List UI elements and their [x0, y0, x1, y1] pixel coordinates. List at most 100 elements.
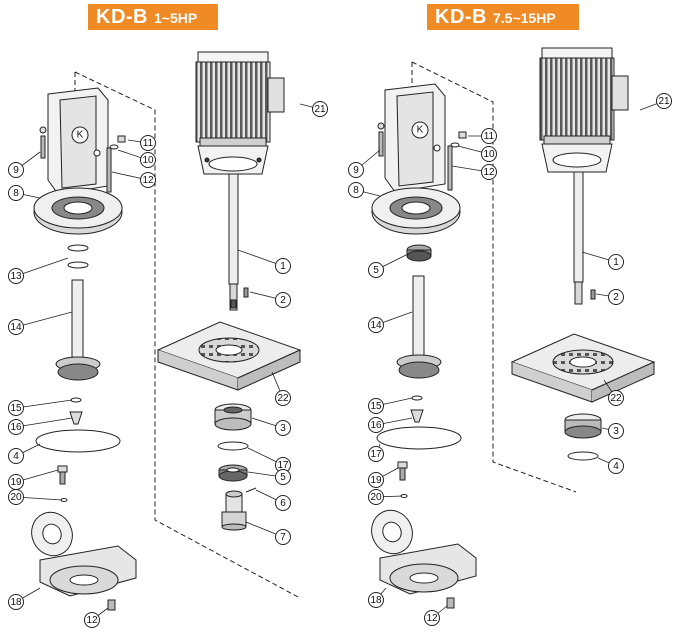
callout-left-19: 19	[8, 474, 24, 490]
callout-number: 17	[277, 460, 289, 471]
callout-bubble	[275, 292, 291, 308]
callout-left-20: 20	[8, 489, 24, 505]
part-19-drain-valve	[397, 461, 408, 481]
callout-bubble	[368, 446, 384, 462]
callout-number: 11	[484, 131, 495, 142]
callout-right-18: 18	[368, 592, 384, 608]
callout-number: 5	[280, 472, 286, 483]
callout-number: 14	[370, 320, 382, 331]
callout-bubble	[140, 135, 156, 151]
part-10-washer	[109, 144, 119, 150]
callout-bubble	[84, 612, 100, 628]
callout-number: 5	[373, 265, 379, 276]
callout-number: 9	[13, 165, 19, 176]
callout-number: 20	[10, 492, 22, 503]
part-13-o-rings	[67, 244, 89, 269]
callout-right-12: 12	[481, 164, 497, 180]
callout-right-8: 8	[348, 182, 364, 198]
part-6-set-screw	[245, 487, 257, 493]
part-16-impeller-nut	[69, 411, 83, 425]
callout-bubble	[368, 417, 384, 433]
callout-right-14: 14	[368, 317, 384, 333]
brand-logo: K	[77, 130, 84, 141]
part-15-washer	[411, 395, 423, 401]
part-22-mounting-plate	[510, 333, 656, 403]
callout-bubble	[275, 469, 291, 485]
part-12-drain-bolt	[107, 599, 116, 611]
callout-left-18: 18	[8, 594, 24, 610]
part-12-drain-bolt	[446, 597, 455, 609]
callout-bubble	[608, 254, 624, 270]
callout-left-16: 16	[8, 419, 24, 435]
callout-left-7: 7	[275, 529, 291, 545]
part-3-coupling	[214, 403, 252, 431]
callout-bubble	[348, 182, 364, 198]
callout-bubble	[368, 317, 384, 333]
callout-left-21: 21	[312, 101, 328, 117]
callout-bubble	[368, 472, 384, 488]
callout-bubble	[368, 262, 384, 278]
part-17-casing-o-ring	[35, 429, 121, 453]
part-8-pump-bracket	[371, 83, 461, 235]
callout-left-6: 6	[275, 495, 291, 511]
part-3-coupling	[564, 413, 602, 439]
part-11-plug	[458, 131, 467, 139]
callout-right-9: 9	[348, 162, 364, 178]
callout-bubble	[608, 390, 624, 406]
callout-right-4: 4	[608, 458, 624, 474]
part-12-stud	[447, 145, 453, 191]
motor	[195, 51, 285, 175]
callout-number: 3	[280, 423, 286, 434]
callout-bubble	[656, 93, 672, 109]
callout-number: 4	[613, 461, 619, 472]
callout-number: 9	[353, 165, 359, 176]
brand-logo: K	[417, 125, 424, 136]
callout-number: 12	[426, 613, 438, 624]
callout-number: 7	[280, 532, 286, 543]
callout-right-1: 1	[608, 254, 624, 270]
callout-right-10: 10	[481, 146, 497, 162]
callout-number: 19	[10, 477, 22, 488]
part-9-bolt	[39, 126, 47, 159]
part-22-mounting-plate	[156, 321, 302, 391]
part-4-o-ring	[217, 441, 249, 451]
callout-bubble	[368, 489, 384, 505]
callout-bubble	[368, 592, 384, 608]
callout-bubble	[8, 489, 24, 505]
callout-bubble	[8, 162, 24, 178]
callout-left-13: 13	[8, 268, 24, 284]
part-4-o-ring	[567, 451, 599, 461]
callout-number: 1	[613, 257, 619, 268]
part-10-washer	[450, 142, 460, 148]
callout-bubble	[8, 268, 24, 284]
part-14-impeller-shaft	[55, 279, 101, 381]
callout-right-15: 15	[368, 398, 384, 414]
callout-number: 8	[353, 185, 359, 196]
motor	[539, 47, 629, 173]
callout-bubble	[275, 258, 291, 274]
callout-bubble	[368, 398, 384, 414]
callout-number: 19	[370, 475, 382, 486]
title-badge-large-range: KD-B 7.5~15HP	[427, 4, 579, 30]
part-17-casing-o-ring	[376, 426, 462, 450]
leader-line	[15, 257, 69, 277]
callout-bubble	[8, 400, 24, 416]
part-16-impeller-nut	[410, 409, 424, 423]
callout-bubble	[481, 164, 497, 180]
callout-bubble	[424, 610, 440, 626]
assembly-large-range: K	[371, 47, 656, 609]
callout-number: 15	[10, 403, 22, 414]
callout-right-22: 22	[608, 390, 624, 406]
leader-line	[15, 399, 73, 409]
horsepower-range: 1~5HP	[154, 10, 198, 26]
callout-bubble	[8, 419, 24, 435]
callout-bubble	[275, 495, 291, 511]
part-7-shaft-sleeve	[221, 490, 247, 531]
callout-number: 13	[10, 271, 22, 282]
callout-right-16: 16	[368, 417, 384, 433]
part-2-key	[243, 287, 249, 298]
model-name: KD-B	[96, 6, 148, 28]
callout-number: 12	[483, 167, 495, 178]
callout-bubble	[140, 152, 156, 168]
